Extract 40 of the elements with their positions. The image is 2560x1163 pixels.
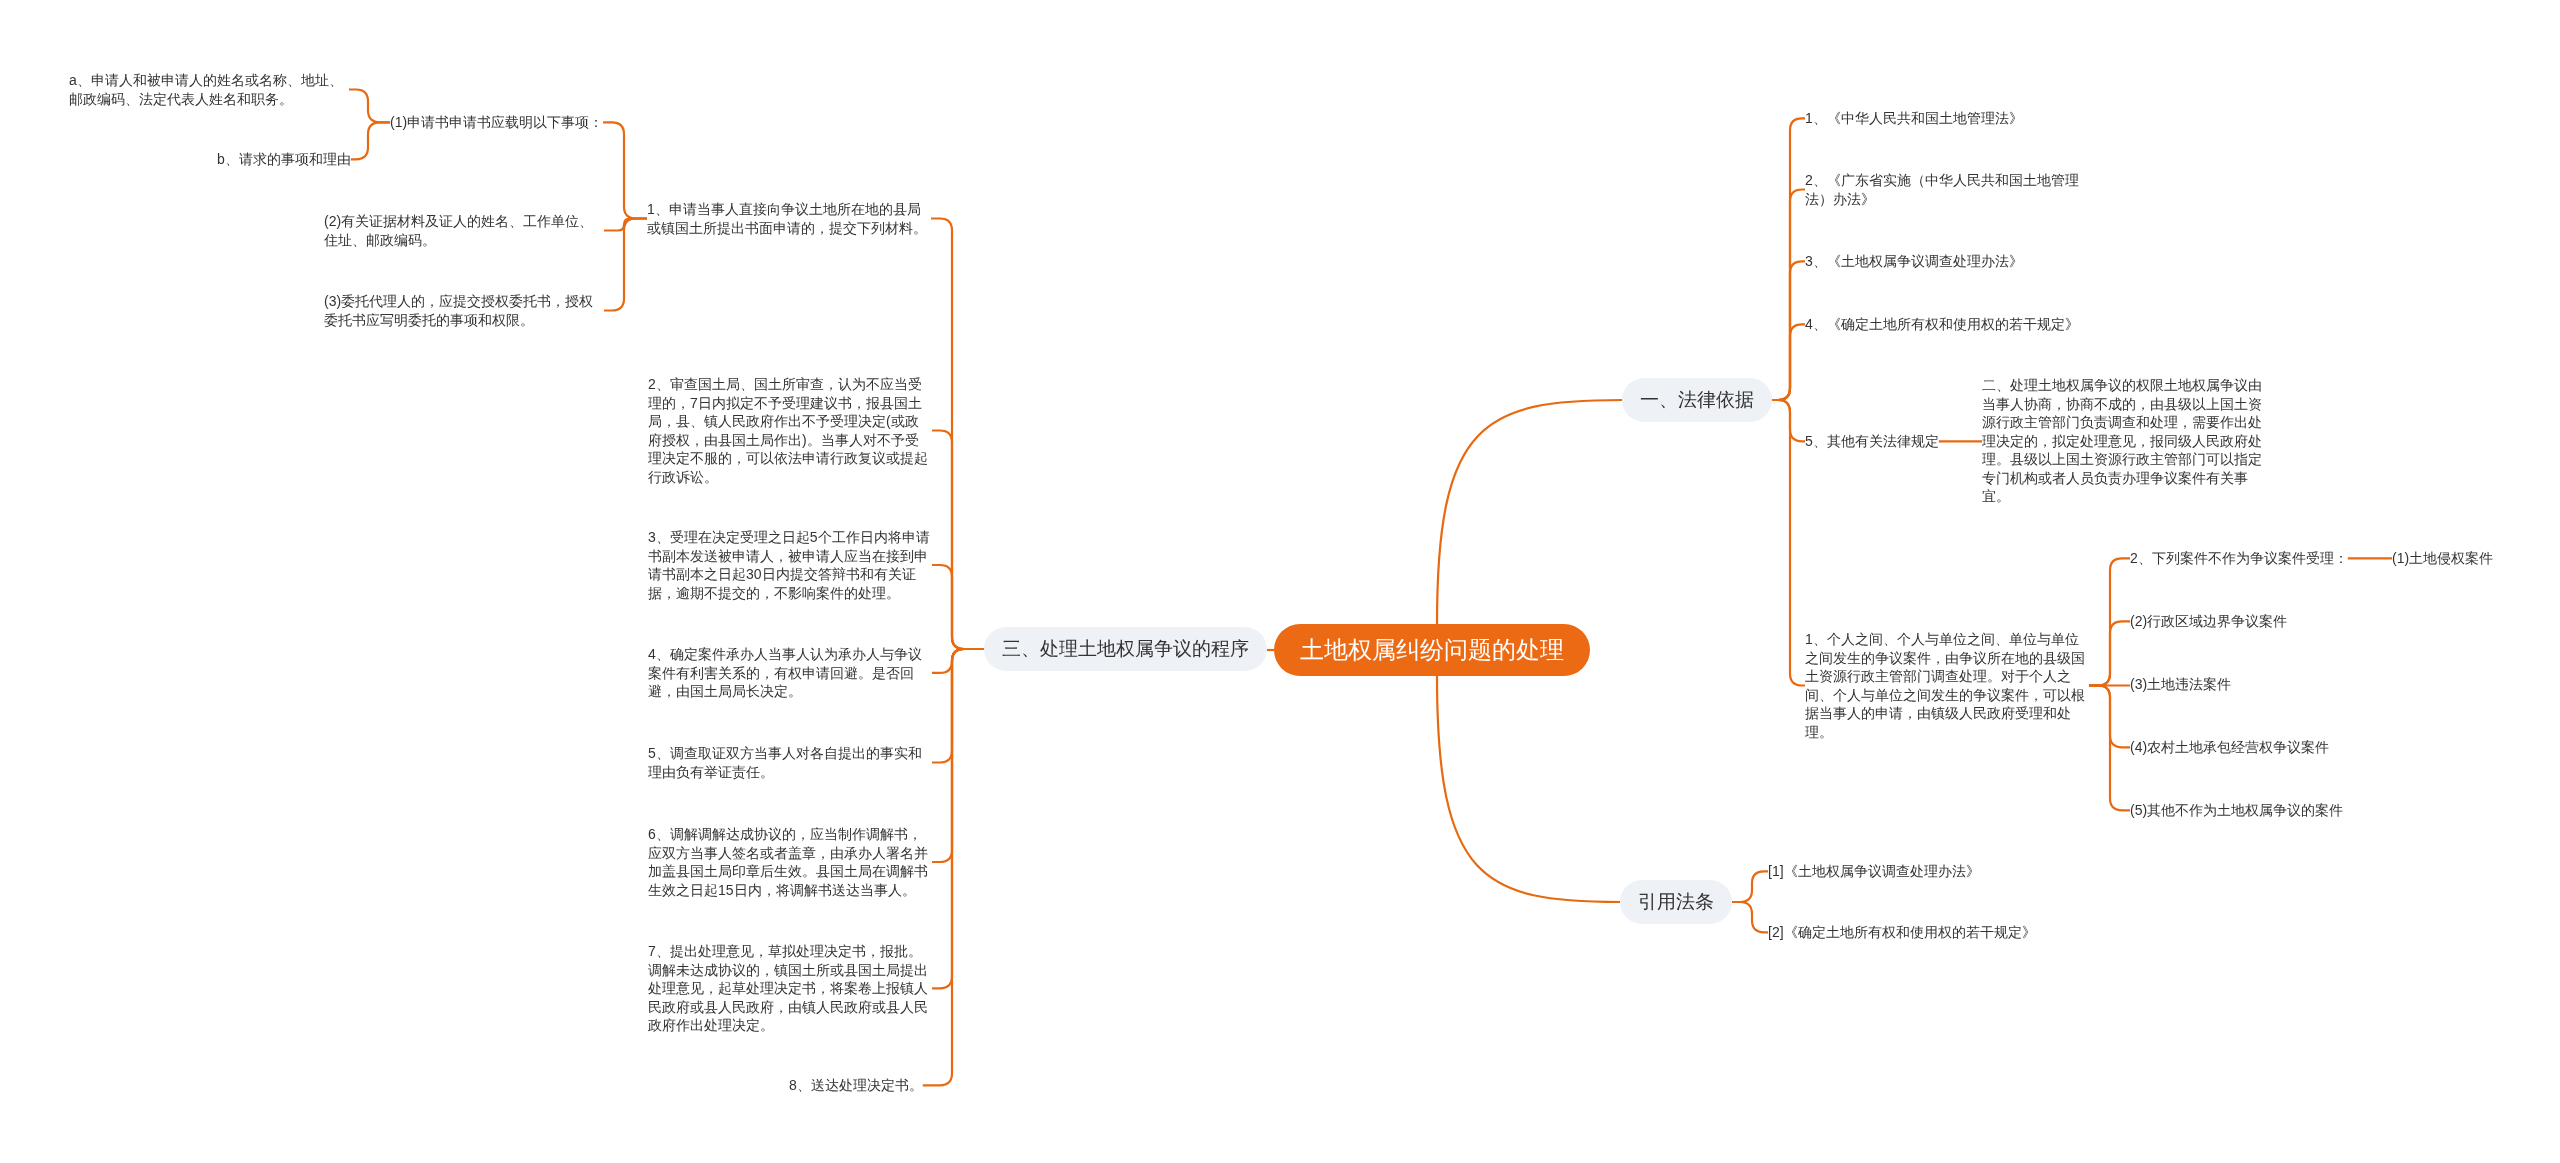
subtopic-text: 2、《广东省实施（中华人民共和国土地管理法）办法》 [1805, 171, 2087, 208]
subtopic-text: 5、其他有关法律规定 [1805, 432, 1939, 451]
subtopic-text: (4)农村土地承包经营权争议案件 [2130, 738, 2330, 757]
subtopic-text: 1、个人之间、个人与单位之间、单位与单位之间发生的争议案件，由争议所在地的县级国土资源行政主管部门调查处理。对于个人之间、个人与单位之间发生的争议案件，可以根据当事人的申请，由镇级人民政府受理和处理。 [1805, 630, 2089, 741]
connector-line [1435, 398, 1622, 625]
subtopic-text: 1、《中华人民共和国土地管理法》 [1805, 109, 2023, 128]
subtopic-text: 7、提出处理意见，草拟处理决定书，报批。调解未达成协议的，镇国土所或县国土局提出处理意见，起草处理决定书，将案卷上报镇人民政府或县人民政府，由镇人民政府或县人民政府作出处理决定。 [648, 942, 932, 1035]
connector-line [350, 121, 390, 161]
connector-line [1938, 440, 1982, 443]
subtopic-text: (2)有关证据材料及证人的姓名、工作单位、住址、邮政编码。 [324, 212, 604, 249]
branch-topic-pill: 引用法条 [1620, 880, 1732, 924]
subtopic-text: 2、下列案件不作为争议案件受理： [2130, 549, 2348, 568]
branch-topic-pill: 三、处理土地权属争议的程序 [984, 627, 1267, 671]
subtopic-text: 二、处理土地权属争议的权限土地权属争议由当事人协商，协商不成的，由县级以上国土资源行政主管部门负责调查和处理，需要作出处理决定的，拟定处理意见，报同级人民政府处理。县级以上国土资源行政主管部门可以指定专门机构或者人员负责办理争议案件有关事宜。 [1982, 376, 2266, 506]
subtopic-text: 5、调查取证双方当事人对各自提出的事实和理由负有举证责任。 [648, 744, 932, 781]
subtopic-text: 8、送达处理决定书。 [789, 1076, 923, 1095]
subtopic-text: (1)土地侵权案件 [2392, 549, 2494, 568]
subtopic-text: [1]《土地权属争议调查处理办法》 [1768, 862, 1980, 881]
subtopic-text: [2]《确定土地所有权和使用权的若干规定》 [1768, 923, 2036, 942]
subtopic-text: 4、确定案件承办人当事人认为承办人与争议案件有利害关系的，有权申请回避。是否回避，由国土局局长决定。 [648, 645, 932, 701]
subtopic-text: 2、审查国土局、国土所审查，认为不应当受理的，7日内拟定不予受理建议书，报县国土局，县、镇人民政府作出不予受理决定(或政府授权，由县国土局作出)。当事人对不予受理决定不服的，可以依法申请行政复议或提起行政诉讼。 [648, 375, 932, 486]
connector-line [1732, 900, 1768, 934]
branch-topic-pill: 一、法律依据 [1622, 378, 1772, 422]
connector-line [1267, 648, 1274, 652]
subtopic-text: (3)委托代理人的，应提交授权委托书，授权委托书应写明委托的事项和权限。 [324, 292, 604, 329]
connector-line [2347, 557, 2392, 560]
connector-line [1435, 675, 1620, 904]
subtopic-text: (2)行政区域边界争议案件 [2130, 612, 2288, 631]
subtopic-text: 1、申请当事人直接向争议土地所在地的县局或镇国土所提出书面申请的，提交下列材料。 [647, 200, 931, 237]
subtopic-text: b、请求的事项和理由 [217, 150, 351, 169]
main-topic-pill: 土地权属纠纷问题的处理 [1274, 624, 1590, 676]
subtopic-text: 3、受理在决定受理之日起5个工作日内将申请书副本发送被申请人，被申请人应当在接到申请书副本之日起30日内提交答辩书和有关证据，逾期不提交的，不影响案件的处理。 [648, 528, 932, 602]
subtopic-text: (3)土地违法案件 [2130, 675, 2232, 694]
subtopic-text: 3、《土地权属争议调查处理办法》 [1805, 252, 2023, 271]
subtopic-text: (1)申请书申请书应载明以下事项： [390, 113, 604, 132]
subtopic-text: 4、《确定土地所有权和使用权的若干规定》 [1805, 315, 2079, 334]
subtopic-text: a、申请人和被申请人的姓名或名称、地址、邮政编码、法定代表人姓名和职务。 [69, 71, 349, 108]
subtopic-text: 6、调解调解达成协议的，应当制作调解书，应双方当事人签名或者盖章，由承办人署名并加盖县国土局印章后生效。县国土局在调解书生效之日起15日内，将调解书送达当事人。 [648, 825, 932, 899]
connector-line [1772, 398, 1805, 687]
subtopic-text: (5)其他不作为土地权属争议的案件 [2130, 801, 2344, 820]
